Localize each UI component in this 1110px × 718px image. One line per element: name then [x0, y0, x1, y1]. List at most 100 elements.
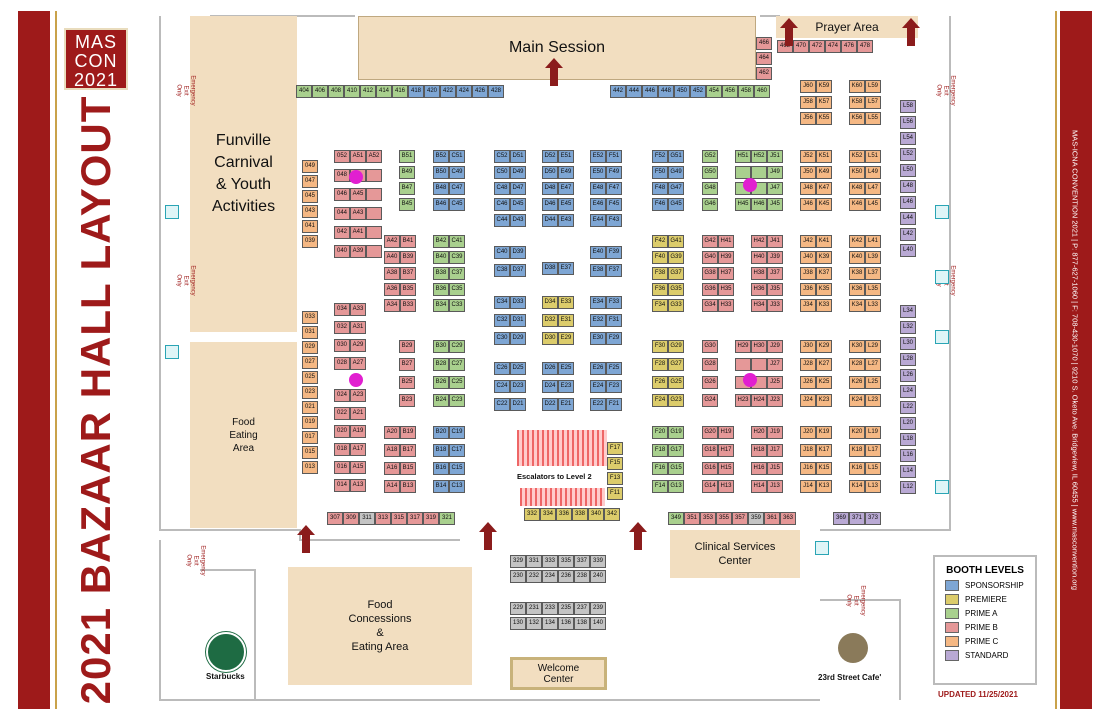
- booth-448[interactable]: 448: [658, 85, 674, 98]
- booth-043[interactable]: 043: [302, 205, 318, 218]
- booth-K33[interactable]: K33: [816, 299, 832, 312]
- booth-H29[interactable]: H29: [735, 340, 751, 353]
- booth-J49[interactable]: J49: [767, 166, 783, 179]
- booth-K13[interactable]: K13: [816, 480, 832, 493]
- booth-D29[interactable]: D29: [510, 332, 526, 345]
- booth-C49[interactable]: C49: [449, 166, 465, 179]
- booth-D24[interactable]: D24: [542, 380, 558, 393]
- booth-E37[interactable]: E37: [558, 262, 574, 275]
- booth-J28[interactable]: J28: [800, 358, 816, 371]
- booth-C40[interactable]: C40: [494, 246, 510, 259]
- booth-040[interactable]: 040: [334, 245, 350, 258]
- booth-G47[interactable]: G47: [668, 182, 684, 195]
- booth-K45[interactable]: K45: [816, 198, 832, 211]
- booth-L14[interactable]: L14: [900, 465, 916, 478]
- booth-340[interactable]: 340: [588, 508, 604, 521]
- booth-C30[interactable]: C30: [494, 332, 510, 345]
- booth-426[interactable]: 426: [472, 85, 488, 98]
- booth-A14[interactable]: A14: [384, 480, 400, 493]
- booth-A38[interactable]: A38: [384, 267, 400, 280]
- booth-239[interactable]: 239: [590, 602, 606, 615]
- booth-G41[interactable]: G41: [668, 235, 684, 248]
- booth-027[interactable]: 027: [302, 356, 318, 369]
- booth-424[interactable]: 424: [456, 85, 472, 98]
- booth-470[interactable]: 470: [793, 40, 809, 53]
- booth-J42[interactable]: J42: [800, 235, 816, 248]
- booth-C45[interactable]: C45: [449, 198, 465, 211]
- booth-B27[interactable]: B27: [399, 358, 415, 371]
- booth-B28[interactable]: B28: [433, 358, 449, 371]
- booth-357[interactable]: 357: [732, 512, 748, 525]
- booth-355[interactable]: 355: [716, 512, 732, 525]
- booth-E50[interactable]: E50: [590, 166, 606, 179]
- booth-C27[interactable]: C27: [449, 358, 465, 371]
- booth-A52[interactable]: A52: [366, 150, 382, 163]
- booth-F14[interactable]: F14: [652, 480, 668, 493]
- booth-F26[interactable]: F26: [652, 376, 668, 389]
- booth-G39[interactable]: G39: [668, 251, 684, 264]
- booth-G34[interactable]: G34: [702, 299, 718, 312]
- booth-G38[interactable]: G38: [702, 267, 718, 280]
- booth-237[interactable]: 237: [574, 602, 590, 615]
- booth-H39[interactable]: H39: [718, 251, 734, 264]
- booth-H46[interactable]: H46: [751, 198, 767, 211]
- booth-K29[interactable]: K29: [816, 340, 832, 353]
- booth-D44[interactable]: D44: [542, 214, 558, 227]
- booth-K38[interactable]: K38: [849, 267, 865, 280]
- booth-236[interactable]: 236: [558, 570, 574, 583]
- booth-478[interactable]: 478: [857, 40, 873, 53]
- booth-C13[interactable]: C13: [449, 480, 465, 493]
- booth-J34[interactable]: J34: [800, 299, 816, 312]
- booth-J15[interactable]: J15: [767, 462, 783, 475]
- booth-231[interactable]: 231: [526, 602, 542, 615]
- booth-J52[interactable]: J52: [800, 150, 816, 163]
- booth-L47[interactable]: L47: [865, 182, 881, 195]
- booth-L19[interactable]: L19: [865, 426, 881, 439]
- booth-C34[interactable]: C34: [494, 296, 510, 309]
- booth-K48[interactable]: K48: [849, 182, 865, 195]
- booth-B40[interactable]: B40: [433, 251, 449, 264]
- booth-C41[interactable]: C41: [449, 235, 465, 248]
- booth-G16[interactable]: G16: [702, 462, 718, 475]
- booth-B16[interactable]: B16: [433, 462, 449, 475]
- booth-J40[interactable]: J40: [800, 251, 816, 264]
- booth-H33[interactable]: H33: [718, 299, 734, 312]
- booth-G52[interactable]: G52: [702, 150, 718, 163]
- booth-B26[interactable]: B26: [433, 376, 449, 389]
- booth-412[interactable]: 412: [360, 85, 376, 98]
- booth-K42[interactable]: K42: [849, 235, 865, 248]
- booth-460[interactable]: 460: [754, 85, 770, 98]
- booth-F47[interactable]: F47: [606, 182, 622, 195]
- booth-028[interactable]: 028: [334, 357, 350, 370]
- booth-G15[interactable]: G15: [668, 462, 684, 475]
- booth-414[interactable]: 414: [376, 85, 392, 98]
- booth-336[interactable]: 336: [556, 508, 572, 521]
- booth-030[interactable]: 030: [334, 339, 350, 352]
- booth-319[interactable]: 319: [423, 512, 439, 525]
- booth-F30[interactable]: F30: [652, 340, 668, 353]
- booth-H19[interactable]: H19: [718, 426, 734, 439]
- booth-L44[interactable]: L44: [900, 212, 916, 225]
- booth-C35[interactable]: C35: [449, 283, 465, 296]
- booth-033[interactable]: 033: [302, 311, 318, 324]
- booth-D51[interactable]: D51: [510, 150, 526, 163]
- booth-A23[interactable]: A23: [350, 389, 366, 402]
- booth-D39[interactable]: D39: [510, 246, 526, 259]
- booth-J17[interactable]: J17: [767, 444, 783, 457]
- booth-D37[interactable]: D37: [510, 264, 526, 277]
- booth-E26[interactable]: E26: [590, 362, 606, 375]
- booth-H42[interactable]: H42: [751, 235, 767, 248]
- booth-L13[interactable]: L13: [865, 480, 881, 493]
- booth-L22[interactable]: L22: [900, 401, 916, 414]
- booth-C24[interactable]: C24: [494, 380, 510, 393]
- booth-J33[interactable]: J33: [767, 299, 783, 312]
- booth-L26[interactable]: L26: [900, 369, 916, 382]
- booth-B24[interactable]: B24: [433, 394, 449, 407]
- booth-L28[interactable]: L28: [900, 353, 916, 366]
- booth-041[interactable]: 041: [302, 220, 318, 233]
- booth-E21[interactable]: E21: [558, 398, 574, 411]
- booth-blank[interactable]: [735, 358, 751, 371]
- booth-F36[interactable]: F36: [652, 283, 668, 296]
- booth-L49[interactable]: L49: [865, 166, 881, 179]
- booth-138[interactable]: 138: [574, 617, 590, 630]
